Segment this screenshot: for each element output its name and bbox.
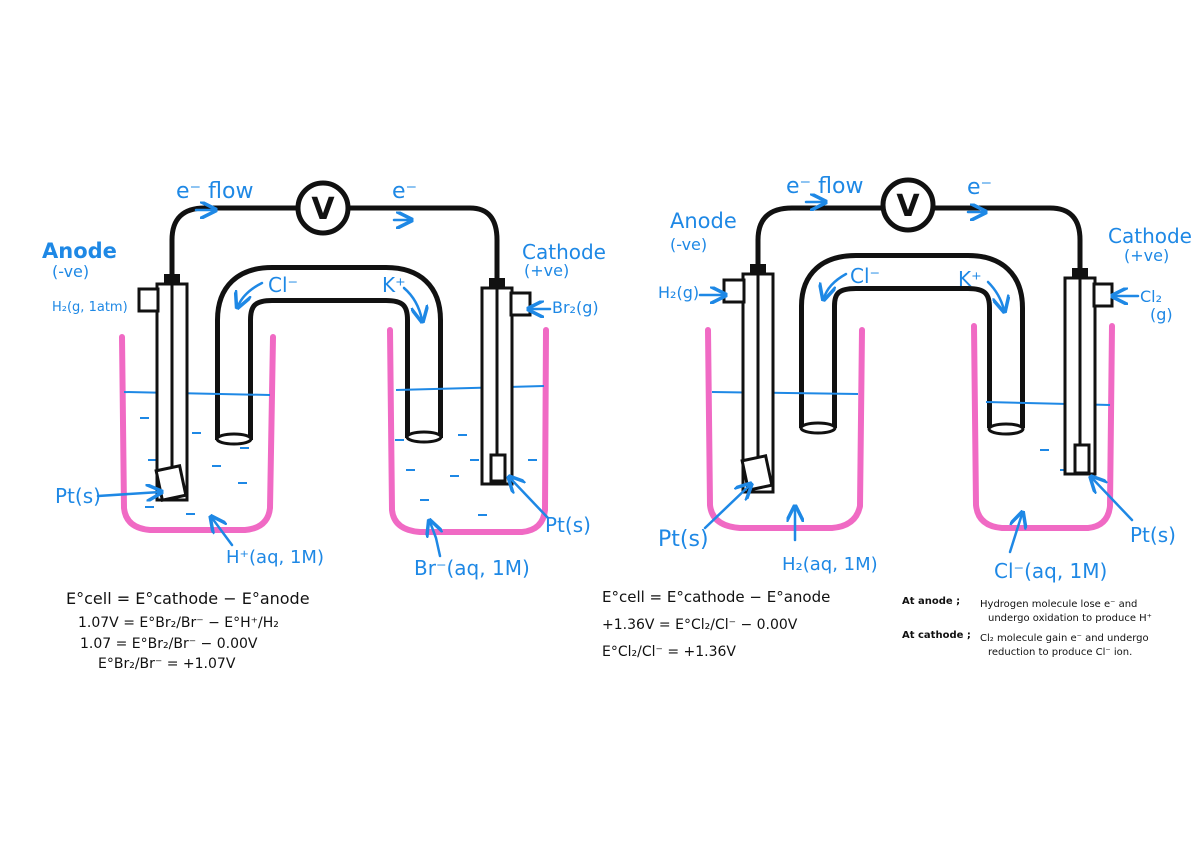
cell-2: V e⁻ flow e⁻ Anode — [602, 174, 1192, 660]
electrode-arrow-right — [510, 478, 550, 520]
cation-label: K⁺ — [382, 273, 406, 297]
salt-bridge-1 — [215, 265, 443, 440]
electron-label: e⁻ — [967, 175, 992, 200]
electrode-arrow-left — [96, 492, 160, 496]
voltmeter-symbol: V — [311, 192, 335, 227]
anode-sign: (-ve) — [670, 235, 707, 254]
anode-sign: (-ve) — [52, 262, 89, 281]
beaker-anode-1 — [119, 334, 276, 533]
calculation-block-2: E°cell = E°cathode − E°anode +1.36V = E°… — [602, 588, 830, 660]
solution-label-right: Br⁻(aq, 1M) — [414, 556, 530, 580]
notes-block: At anode ; Hydrogen molecule lose e⁻ and… — [902, 596, 1152, 658]
gas-label-left: H₂(g, 1atm) — [52, 300, 128, 315]
gas-label-right-state: (g) — [1150, 305, 1173, 324]
voltmeter-1: V — [295, 180, 351, 236]
solution-level — [395, 385, 545, 391]
anode-label: Anode — [670, 209, 737, 233]
electron-flow-label: e⁻ flow — [176, 179, 253, 204]
cation-label: K⁺ — [958, 267, 982, 291]
note-line: reduction to produce Cl⁻ ion. — [988, 647, 1132, 658]
equation-line: +1.36V = E°Cl₂/Cl⁻ − 0.00V — [602, 617, 798, 633]
solution-label-left: H⁺(aq, 1M) — [226, 547, 324, 568]
equation-line: E°cell = E°cathode − E°anode — [66, 589, 310, 608]
anion-arrow — [238, 281, 264, 306]
equation-line: 1.07 = E°Br₂/Br⁻ − 0.00V — [80, 636, 258, 652]
solution-label-left: H₂(aq, 1M) — [782, 554, 878, 575]
cathode-label: Cathode — [522, 240, 606, 264]
cathode-label: Cathode — [1108, 224, 1192, 248]
note-title-cathode: At cathode ; — [902, 630, 971, 641]
solution-arrow-right — [1008, 514, 1022, 554]
cation-arrow — [986, 280, 1004, 310]
gas-label-right: Cl₂ — [1140, 287, 1162, 306]
solution-arrow-left — [212, 518, 234, 547]
electrode-label-right: Pt(s) — [545, 513, 591, 537]
anion-arrow — [824, 272, 848, 298]
cathode-sign: (+ve) — [1124, 246, 1169, 265]
electrode-arrow-right — [1092, 478, 1134, 522]
cation-arrow — [402, 286, 422, 320]
beaker-cathode-2 — [971, 323, 1115, 531]
electron-label: e⁻ — [392, 179, 417, 204]
anode-tube-2 — [722, 264, 775, 494]
solution-level — [711, 391, 859, 395]
solution-arrow-right — [430, 522, 440, 558]
electron-flow-label: e⁻ flow — [786, 174, 863, 199]
anode-tube-1 — [137, 274, 189, 502]
voltmeter-2: V — [880, 177, 936, 233]
electrode-label-left: Pt(s) — [55, 484, 101, 508]
external-wire-2 — [755, 205, 1083, 275]
cell-1: V — [42, 179, 606, 672]
equation-line: E°cell = E°cathode − E°anode — [602, 588, 830, 606]
cathode-tube-2 — [1063, 268, 1114, 476]
solution-dashes — [395, 434, 537, 516]
beaker-cathode-1 — [387, 327, 549, 535]
electrode-arrow-left — [703, 485, 750, 530]
cathode-sign: (+ve) — [524, 261, 569, 280]
anion-label: Cl⁻ — [850, 264, 880, 288]
note-line: Hydrogen molecule lose e⁻ and — [980, 599, 1137, 610]
voltmeter-symbol: V — [896, 189, 920, 224]
gas-label-right: Br₂(g) — [552, 298, 599, 317]
equation-line: E°Cl₂/Cl⁻ = +1.36V — [602, 644, 736, 660]
solution-label-right: Cl⁻(aq, 1M) — [994, 559, 1107, 583]
beaker-anode-2 — [705, 327, 865, 531]
solution-level — [123, 391, 271, 396]
calculation-block-1: E°cell = E°cathode − E°anode 1.07V = E°B… — [66, 589, 310, 672]
electrode-label-right: Pt(s) — [1130, 523, 1176, 547]
electrode-label-left: Pt(s) — [658, 527, 709, 552]
note-line: undergo oxidation to produce H⁺ — [988, 613, 1152, 624]
equation-line: 1.07V = E°Br₂/Br⁻ − E°H⁺/H₂ — [78, 615, 279, 631]
gas-label-left: H₂(g) — [658, 283, 699, 302]
anode-label: Anode — [42, 239, 117, 263]
note-title-anode: At anode ; — [902, 596, 960, 607]
cathode-tube-1 — [480, 278, 532, 486]
anion-label: Cl⁻ — [268, 273, 298, 297]
note-line: Cl₂ molecule gain e⁻ and undergo — [980, 633, 1149, 644]
equation-line: E°Br₂/Br⁻ = +1.07V — [98, 656, 236, 672]
